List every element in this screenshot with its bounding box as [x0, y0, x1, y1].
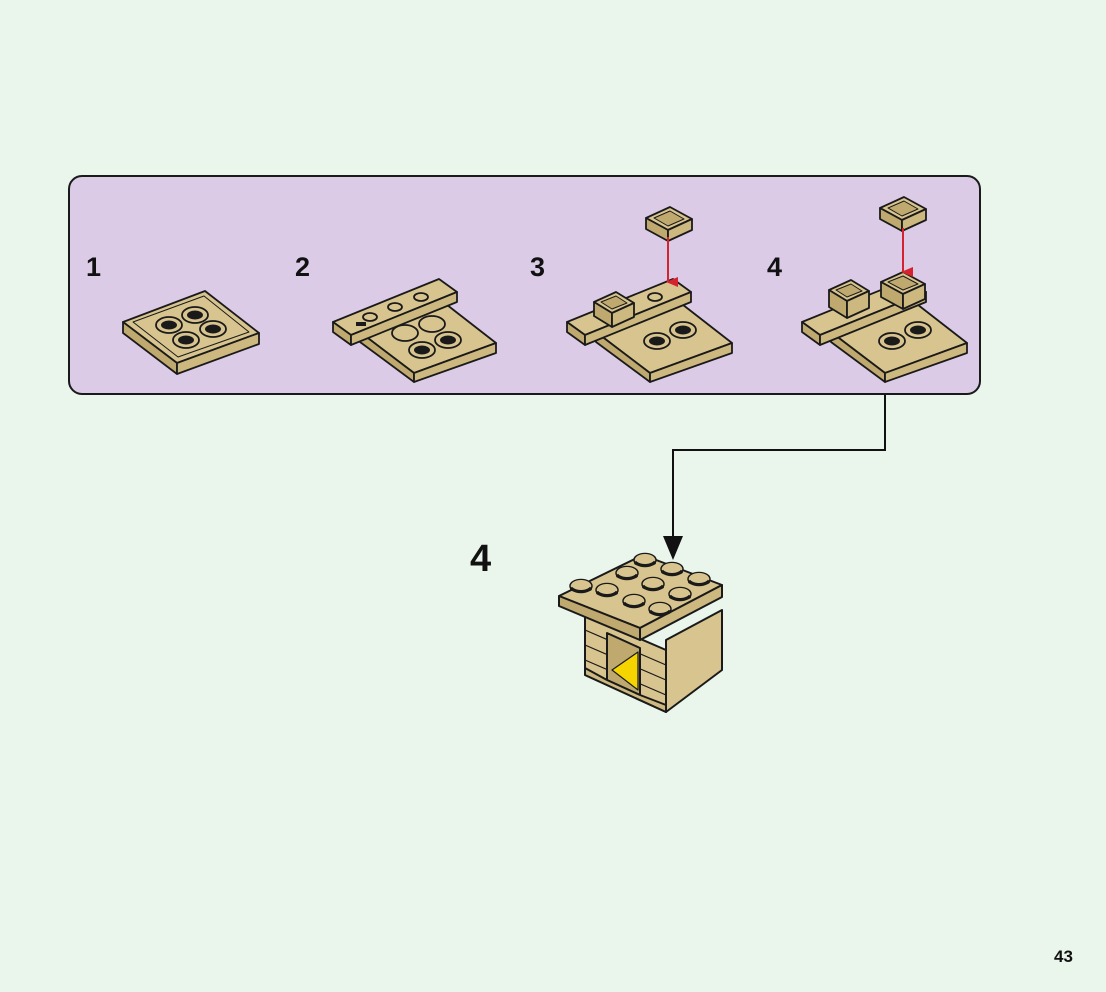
- substep-number-1: 1: [86, 252, 102, 282]
- substep-4-assembly-illustration: [801, 196, 968, 383]
- substep-number-4: 4: [767, 252, 783, 282]
- main-step-model-illustration: [558, 552, 723, 713]
- substep-1-plate-illustration: [122, 290, 260, 375]
- callout-connector-arrow: [663, 395, 886, 560]
- substep-number-2: 2: [295, 252, 311, 282]
- page-number: 43: [1054, 947, 1073, 966]
- main-step-number: 4: [470, 538, 492, 580]
- substep-3-assembly-illustration: [566, 206, 733, 383]
- substep-2-assembly-illustration: [332, 278, 497, 383]
- substep-number-3: 3: [530, 252, 546, 282]
